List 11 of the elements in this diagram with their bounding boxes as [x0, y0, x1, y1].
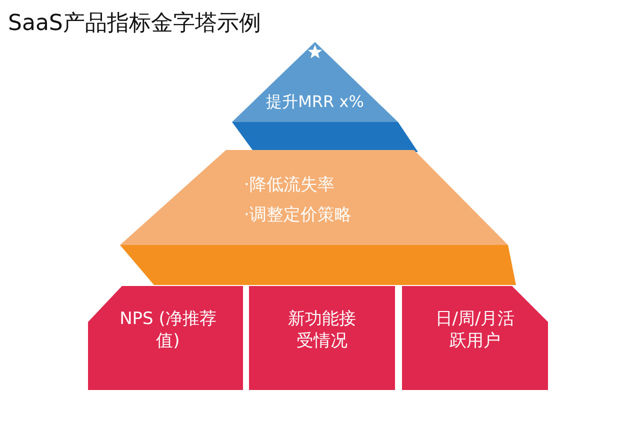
title: SaaS产品指标金字塔示例 [8, 10, 261, 38]
pyramid-base-block [249, 286, 395, 390]
pyramid-middle-block [118, 150, 518, 286]
block-label: ·降低流失率 [244, 174, 336, 196]
block-label: 新功能接受情况 [287, 308, 357, 352]
block-label: 提升MRR x% [265, 92, 365, 113]
block-label: ·调整定价策略 [244, 204, 352, 226]
block-label: NPS (净推荐值) [118, 308, 218, 352]
pyramid-base-block [88, 286, 243, 390]
pyramid-base-block [402, 286, 548, 390]
block-label: 日/周/月活跃用户 [434, 308, 516, 352]
